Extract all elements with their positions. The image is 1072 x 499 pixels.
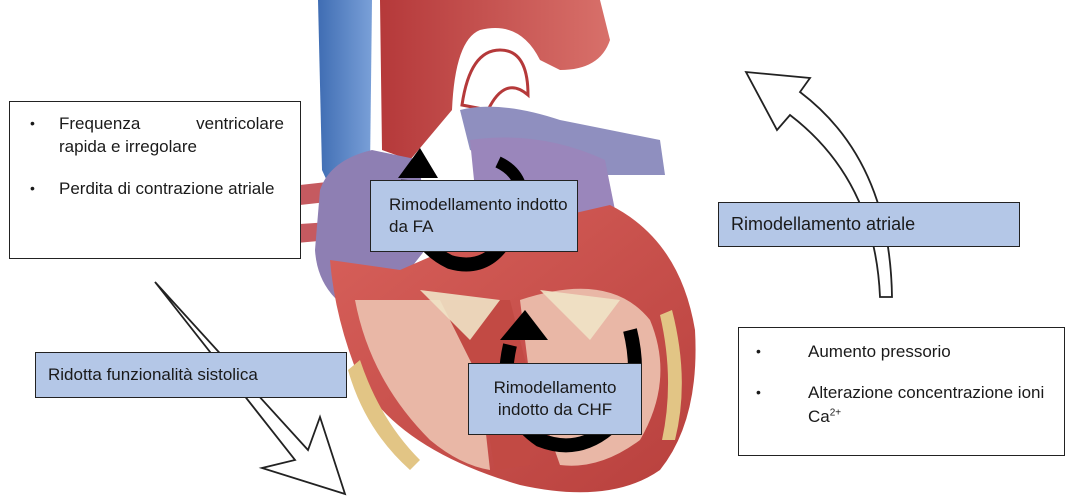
bullet-icon: • bbox=[30, 179, 35, 198]
atrial-remodeling-label: Rimodellamento atriale bbox=[718, 202, 1020, 247]
chf-remodeling-text: Rimodellamento indotto da CHF bbox=[477, 377, 633, 421]
list-item: • Frequenza ventricolare rapida e irrego… bbox=[30, 112, 284, 159]
bullet-icon: • bbox=[30, 114, 35, 133]
hollow-arrow-up-icon bbox=[746, 72, 892, 297]
fa-remodeling-text: Rimodellamento indotto da FA bbox=[389, 194, 569, 238]
cycle-arrow-chf-head-icon bbox=[500, 310, 548, 340]
left-item-1: Frequenza ventricolare rapida e irregola… bbox=[59, 112, 284, 159]
right-bullet-list: • Aumento pressorio • Alterazione concen… bbox=[739, 328, 1064, 428]
left-item-2: Perdita di contrazione atriale bbox=[59, 177, 284, 200]
list-item: • Aumento pressorio bbox=[756, 340, 1054, 363]
fa-remodeling-label: Rimodellamento indotto da FA bbox=[370, 180, 578, 252]
calcium-charge: 2+ bbox=[830, 407, 841, 418]
cycle-arrow-fa-head-icon bbox=[398, 148, 438, 178]
systolic-reduction-label: Ridotta funzionalità sistolica bbox=[35, 352, 347, 398]
right-item-2: Alterazione concentrazione ioni Ca bbox=[808, 383, 1044, 425]
list-item: • Perdita di contrazione atriale bbox=[30, 177, 284, 200]
chf-remodeling-label: Rimodellamento indotto da CHF bbox=[468, 363, 642, 435]
left-bullet-list: • Frequenza ventricolare rapida e irrego… bbox=[10, 102, 300, 200]
bullet-icon: • bbox=[756, 342, 761, 361]
bullet-icon: • bbox=[756, 383, 761, 402]
systolic-reduction-text: Ridotta funzionalità sistolica bbox=[48, 365, 258, 385]
left-info-box: • Frequenza ventricolare rapida e irrego… bbox=[9, 101, 301, 259]
atrial-remodeling-text: Rimodellamento atriale bbox=[731, 214, 915, 235]
right-item-1: Aumento pressorio bbox=[808, 342, 951, 361]
list-item: • Alterazione concentrazione ioni Ca2+ bbox=[756, 381, 1054, 428]
right-info-box: • Aumento pressorio • Alterazione concen… bbox=[738, 327, 1065, 456]
